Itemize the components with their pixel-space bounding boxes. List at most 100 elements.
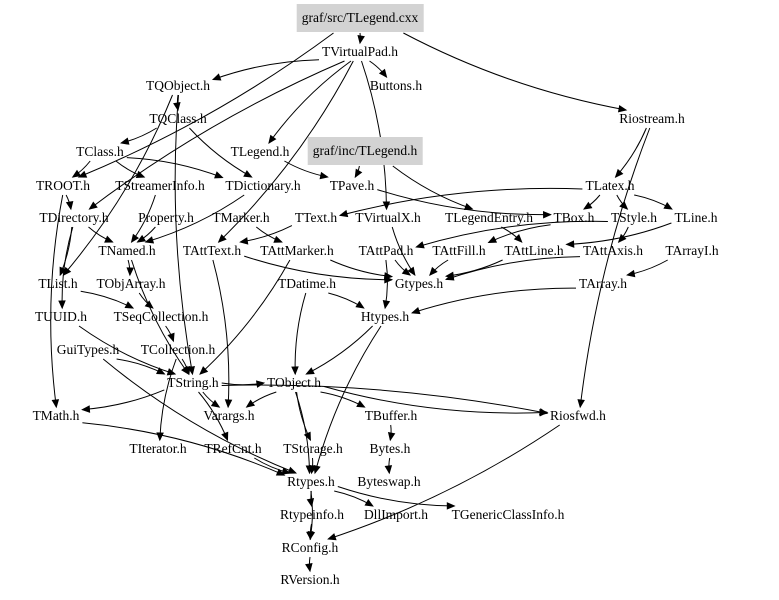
edge-tlegend_cxx-to-riostream [403,32,627,111]
node-rtypes[interactable]: Rtypes.h [287,474,335,489]
node-tvirtualx[interactable]: TVirtualX.h [355,210,421,225]
node-guitypes[interactable]: GuiTypes.h [56,342,120,357]
edge-tattaxis-to-gtypes [446,256,581,280]
node-tattfill[interactable]: TAttFill.h [432,243,486,258]
node-tbox[interactable]: TBox.h [553,210,595,225]
node-tobjarray[interactable]: TObjArray.h [96,276,166,291]
node-htypes[interactable]: Htypes.h [360,309,410,324]
arrowhead-tattmarker-to-gtypes [383,272,394,280]
node-tlatex[interactable]: TLatex.h [585,178,635,193]
node-varargs[interactable]: Varargs.h [203,408,255,423]
node-tlegendentry[interactable]: TLegendEntry.h [445,210,533,225]
edge-tclass-to-tdictionary [126,157,223,178]
arrowhead-tlatex-to-tline [663,201,673,210]
node-tvirtualpad[interactable]: TVirtualPad.h [321,44,399,59]
arrowhead-tobjarray-to-tseqcollection [144,300,154,309]
arrowhead-guitypes-to-tstring [156,367,166,375]
node-graf-inc-tlegend-h[interactable]: graf/inc/TLegend.h [307,137,423,165]
node-tqobject[interactable]: TQObject.h [145,78,211,93]
edge-tvirtualpad-to-tvirtualx [361,60,387,210]
node-bytes[interactable]: Bytes.h [369,441,411,456]
arrowhead-troot-to-tdirectory [65,200,74,211]
arrowhead-tvirtualpad-to-tqobject [211,73,222,81]
edge-tvirtualpad-to-tatttext [218,60,354,243]
node-riosfwd[interactable]: Riosfwd.h [550,408,606,423]
node-rtypeinfo[interactable]: Rtypeinfo.h [279,507,345,522]
node-troot[interactable]: TROOT.h [35,178,91,193]
node-dllimport[interactable]: DllImport.h [363,507,429,522]
node-tobject[interactable]: TObject.h [266,375,322,390]
arrowhead-tvirtualpad-to-tlegend_h [268,134,277,145]
edge-tvirtualpad-to-tqobject [212,59,320,80]
edge-tstring-to-tmath [82,389,165,411]
node-tcollection[interactable]: TCollection.h [140,342,216,357]
node-tmarker[interactable]: TMarker.h [212,210,270,225]
edge-tdictionary-to-tnamed [145,194,245,243]
edge-tlist-to-tseqcollection [80,290,134,309]
arrowhead-tstyle-to-tattpad [415,241,425,249]
edge-tcollection-to-titerator [159,358,177,441]
node-tattline[interactable]: TAttLine.h [504,243,564,258]
node-rconfig[interactable]: RConfig.h [281,540,339,555]
node-tbuffer[interactable]: TBuffer.h [364,408,418,423]
node-tatttext[interactable]: TAttText.h [182,243,242,258]
arrowhead-bytes-to-byteswap [384,465,393,475]
node-tattpad[interactable]: TAttPad.h [358,243,414,258]
node-tattmarker[interactable]: TAttMarker.h [260,243,334,258]
arrowhead-tqclass-to-tclass [120,137,130,145]
node-tstring[interactable]: TString.h [167,375,219,390]
arrowhead-tlegend_inc-to-tpave [354,168,363,179]
node-tlist[interactable]: TList.h [38,276,78,291]
edge-tarray-to-htypes [412,287,577,314]
node-rversion[interactable]: RVersion.h [280,572,340,587]
node-tstreamerinfo[interactable]: TStreamerInfo.h [115,178,205,193]
node-tseqcollection[interactable]: TSeqCollection.h [113,309,209,324]
arrowhead-tbox-to-tattfill [487,235,498,244]
arrowhead-tstring-to-tobject [255,380,266,388]
arrowhead-tclass-to-troot [71,169,82,178]
arrowhead-tlegend_inc-to-tlegendentry [463,203,474,211]
arrowhead-tlegend_cxx-to-riostream [617,104,628,113]
node-graf-src-tlegend-cxx[interactable]: graf/src/TLegend.cxx [296,4,424,32]
node-tmath[interactable]: TMath.h [32,408,80,423]
node-tqclass[interactable]: TQClass.h [149,111,207,126]
arrowhead-rtypes-to-tgenericclassinfo [446,502,456,510]
node-tclass[interactable]: TClass.h [76,144,124,159]
arrowhead-tdirectory-to-tnamed [104,235,114,243]
node-tattaxis[interactable]: TAttAxis.h [582,243,644,258]
node-tlegend-h[interactable]: TLegend.h [230,144,290,159]
node-tgenericclassinfo[interactable]: TGenericClassInfo.h [451,507,565,522]
node-tdirectory[interactable]: TDirectory.h [39,210,109,225]
node-gtypes[interactable]: Gtypes.h [394,276,444,291]
node-tstorage[interactable]: TStorage.h [283,441,343,456]
arrowhead-trefcnt-to-rtypes [281,467,291,475]
node-tline[interactable]: TLine.h [674,210,718,225]
arrowhead-tbuffer-to-bytes [387,431,396,442]
node-byteswap[interactable]: Byteswap.h [357,474,421,489]
node-buttons[interactable]: Buttons.h [369,78,423,93]
node-tnamed[interactable]: TNamed.h [98,243,156,258]
node-tarrayi[interactable]: TArrayI.h [665,243,719,258]
arrowhead-tpave-to-tbox [542,210,552,219]
arrowhead-tatttext-to-varargs [224,399,233,409]
edge-tuuid-to-tstring [78,325,176,375]
node-tuuid[interactable]: TUUID.h [34,309,88,324]
node-trefcnt[interactable]: TRefCnt.h [204,441,262,456]
arrowhead-property-to-tnamed [136,234,147,243]
arrowhead-tvirtualpad-to-buttons [378,68,388,78]
node-property[interactable]: Property.h [138,210,194,225]
node-titerator[interactable]: TIterator.h [129,441,187,456]
node-ttext[interactable]: TText.h [294,210,338,225]
node-tdatime[interactable]: TDatime.h [277,276,337,291]
node-riostream[interactable]: Riostream.h [619,111,685,126]
node-tarray[interactable]: TArray.h [579,276,627,291]
edge-htypes-to-rtypes [314,325,382,474]
edge-tvirtualpad-to-tdirectory [89,60,345,210]
node-tdictionary[interactable]: TDictionary.h [225,178,301,193]
node-tstyle[interactable]: TStyle.h [610,210,658,225]
arrowhead-ttext-to-tatttext [239,237,249,245]
node-tpave[interactable]: TPave.h [329,178,375,193]
edge-riostream-to-riosfwd [579,127,651,408]
arrowhead-tmarker-to-tattmarker [273,235,283,243]
